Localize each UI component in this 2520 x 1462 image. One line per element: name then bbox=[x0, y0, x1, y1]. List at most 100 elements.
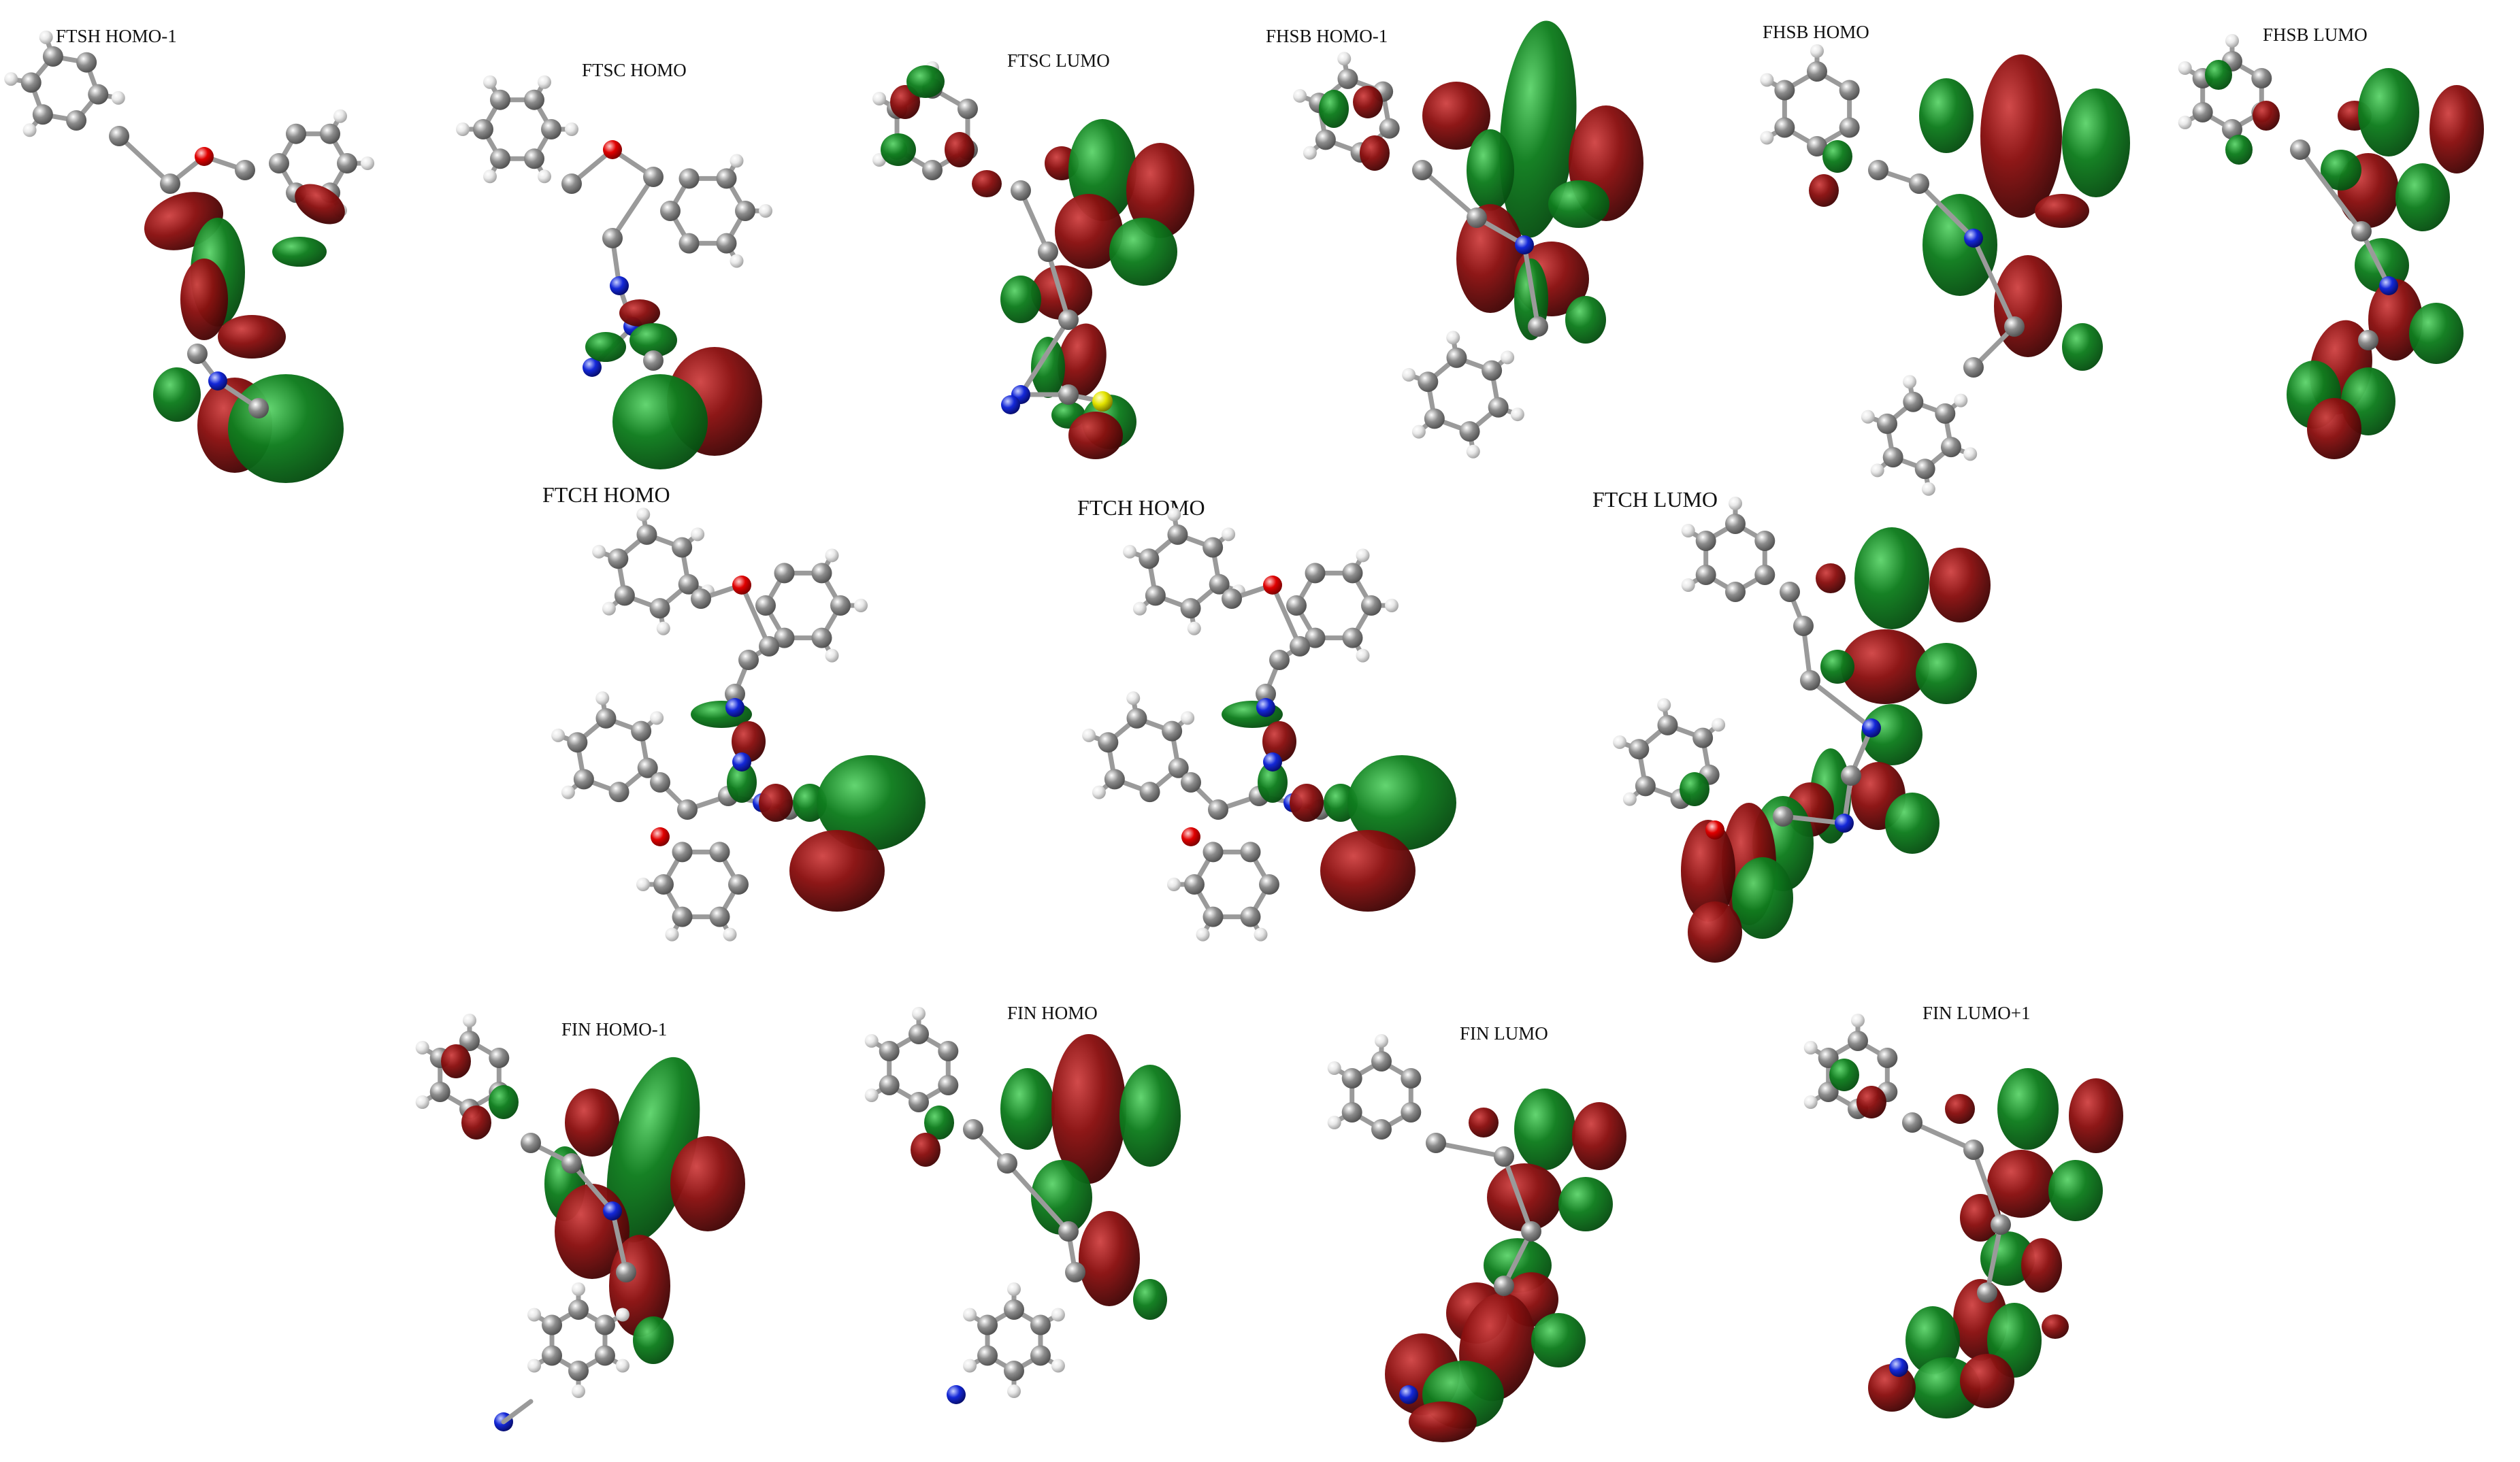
hydrogen-atom bbox=[1803, 1041, 1818, 1054]
orbital-lobe-positive bbox=[1919, 78, 1974, 153]
carbon-atom bbox=[1269, 650, 1290, 670]
bond bbox=[1018, 188, 1051, 254]
carbon-atom bbox=[709, 842, 730, 863]
carbon-atom bbox=[1371, 1051, 1392, 1071]
carbon-atom bbox=[650, 772, 670, 793]
carbon-atom bbox=[1494, 1276, 1514, 1296]
carbon-atom bbox=[631, 720, 652, 742]
hydrogen-atom bbox=[1803, 1095, 1818, 1109]
hydrogen-atom bbox=[1356, 548, 1370, 563]
hydrogen-atom bbox=[1681, 578, 1695, 592]
orbital-diagram bbox=[864, 1007, 1181, 1404]
carbon-atom bbox=[1807, 61, 1827, 82]
hydrogen-atom bbox=[1810, 44, 1824, 58]
orbital-lobe-negative bbox=[1469, 1108, 1499, 1137]
carbon-atom bbox=[1528, 316, 1548, 337]
orbital-lobe-negative bbox=[1681, 820, 1735, 922]
hydrogen-atom bbox=[1712, 718, 1726, 732]
orbital-lobe-negative bbox=[1841, 629, 1929, 704]
orbital-lobe-positive bbox=[1347, 755, 1456, 850]
hydrogen-atom bbox=[565, 122, 578, 136]
carbon-atom bbox=[109, 126, 129, 146]
hydrogen-atom bbox=[1181, 711, 1195, 725]
orbital-lobe-negative bbox=[1360, 135, 1390, 171]
orbital-diagram bbox=[4, 30, 374, 483]
carbon-atom bbox=[1882, 447, 1903, 468]
panel-label: FIN HOMO bbox=[1007, 1003, 1098, 1023]
panel-label: FHSB LUMO bbox=[2263, 24, 2368, 45]
carbon-atom bbox=[1184, 874, 1205, 895]
bond bbox=[610, 174, 656, 241]
panel-fhsb-homo-1: FHSB HOMO-1 bbox=[1252, 14, 1674, 483]
carbon-atom bbox=[567, 732, 588, 753]
orbital-lobe-positive bbox=[906, 65, 945, 98]
orbital-lobe-positive bbox=[633, 1316, 674, 1364]
orbital-lobe-positive bbox=[1980, 1231, 2035, 1286]
nitrogen-atom bbox=[1964, 229, 1983, 248]
hydrogen-atom bbox=[1375, 1034, 1388, 1048]
hydrogen-atom bbox=[538, 75, 551, 89]
carbon-atom bbox=[1259, 874, 1279, 895]
panel-label: FTSC HOMO bbox=[582, 60, 687, 80]
carbon-atom bbox=[66, 110, 87, 131]
orbital-lobe-negative bbox=[1960, 1354, 2014, 1408]
hydrogen-atom bbox=[1303, 146, 1317, 160]
hydrogen-atom bbox=[1082, 728, 1096, 742]
carbon-atom bbox=[1868, 160, 1888, 180]
orbital-diagram bbox=[551, 508, 926, 942]
carbon-atom bbox=[1305, 563, 1326, 584]
hydrogen-atom bbox=[1293, 88, 1307, 103]
hydrogen-atom bbox=[1132, 601, 1147, 616]
orbital-lobe-negative bbox=[1572, 1102, 1626, 1170]
carbon-atom bbox=[1459, 421, 1480, 442]
panel-label: FIN LUMO+1 bbox=[1922, 1003, 2031, 1023]
carbon-atom bbox=[1793, 616, 1814, 636]
carbon-atom bbox=[1342, 627, 1363, 648]
orbital-lobe-positive bbox=[727, 762, 757, 803]
orbital-lobe-positive bbox=[2395, 163, 2450, 231]
orbital-lobe-positive bbox=[2048, 1160, 2103, 1221]
carbon-atom bbox=[473, 119, 493, 139]
carbon-atom bbox=[1695, 531, 1716, 551]
carbon-atom bbox=[2358, 330, 2378, 350]
carbon-atom bbox=[725, 684, 745, 704]
carbon-atom bbox=[2251, 68, 2272, 88]
orbital-lobe-positive bbox=[629, 323, 677, 357]
carbon-atom bbox=[2192, 102, 2213, 122]
carbon-atom bbox=[1807, 136, 1827, 156]
bond bbox=[1433, 1140, 1507, 1159]
hydrogen-atom bbox=[1681, 524, 1695, 537]
hydrogen-atom bbox=[538, 169, 551, 184]
oxygen-atom bbox=[732, 576, 751, 595]
oxygen-atom bbox=[1181, 827, 1200, 846]
carbon-atom bbox=[1754, 531, 1776, 551]
orbital-lobe-negative bbox=[1051, 1034, 1126, 1184]
hydrogen-atom bbox=[1051, 1308, 1065, 1322]
orbital-diagram bbox=[1803, 1014, 2123, 1418]
carbon-atom bbox=[269, 153, 289, 173]
orbital-lobe-positive bbox=[228, 374, 344, 483]
carbon-atom bbox=[963, 1119, 983, 1140]
bond bbox=[1780, 814, 1847, 826]
hydrogen-atom bbox=[864, 1089, 879, 1102]
carbon-atom bbox=[1467, 207, 1487, 228]
carbon-atom bbox=[2290, 139, 2310, 160]
orbital-lobe-negative bbox=[1960, 1194, 2001, 1242]
panel-fin-homo: FIN HOMO bbox=[857, 986, 1211, 1456]
bond bbox=[1420, 167, 1479, 220]
carbon-atom bbox=[709, 906, 730, 927]
carbon-atom bbox=[728, 874, 749, 895]
nitrogen-atom bbox=[1835, 814, 1854, 833]
hydrogen-atom bbox=[1327, 1061, 1341, 1075]
panel-label: FHSB HOMO bbox=[1763, 22, 1869, 42]
panel-label: FTCH HOMO bbox=[1077, 495, 1205, 520]
orbital-lobe-negative bbox=[972, 170, 1002, 197]
bond bbox=[610, 1208, 629, 1275]
carbon-atom bbox=[1286, 595, 1307, 616]
hydrogen-atom bbox=[592, 544, 606, 559]
carbon-atom bbox=[521, 1133, 541, 1153]
hydrogen-atom bbox=[1402, 367, 1416, 382]
carbon-atom bbox=[1877, 1048, 1898, 1068]
oxygen-atom bbox=[651, 827, 670, 846]
carbon-atom bbox=[716, 168, 737, 189]
